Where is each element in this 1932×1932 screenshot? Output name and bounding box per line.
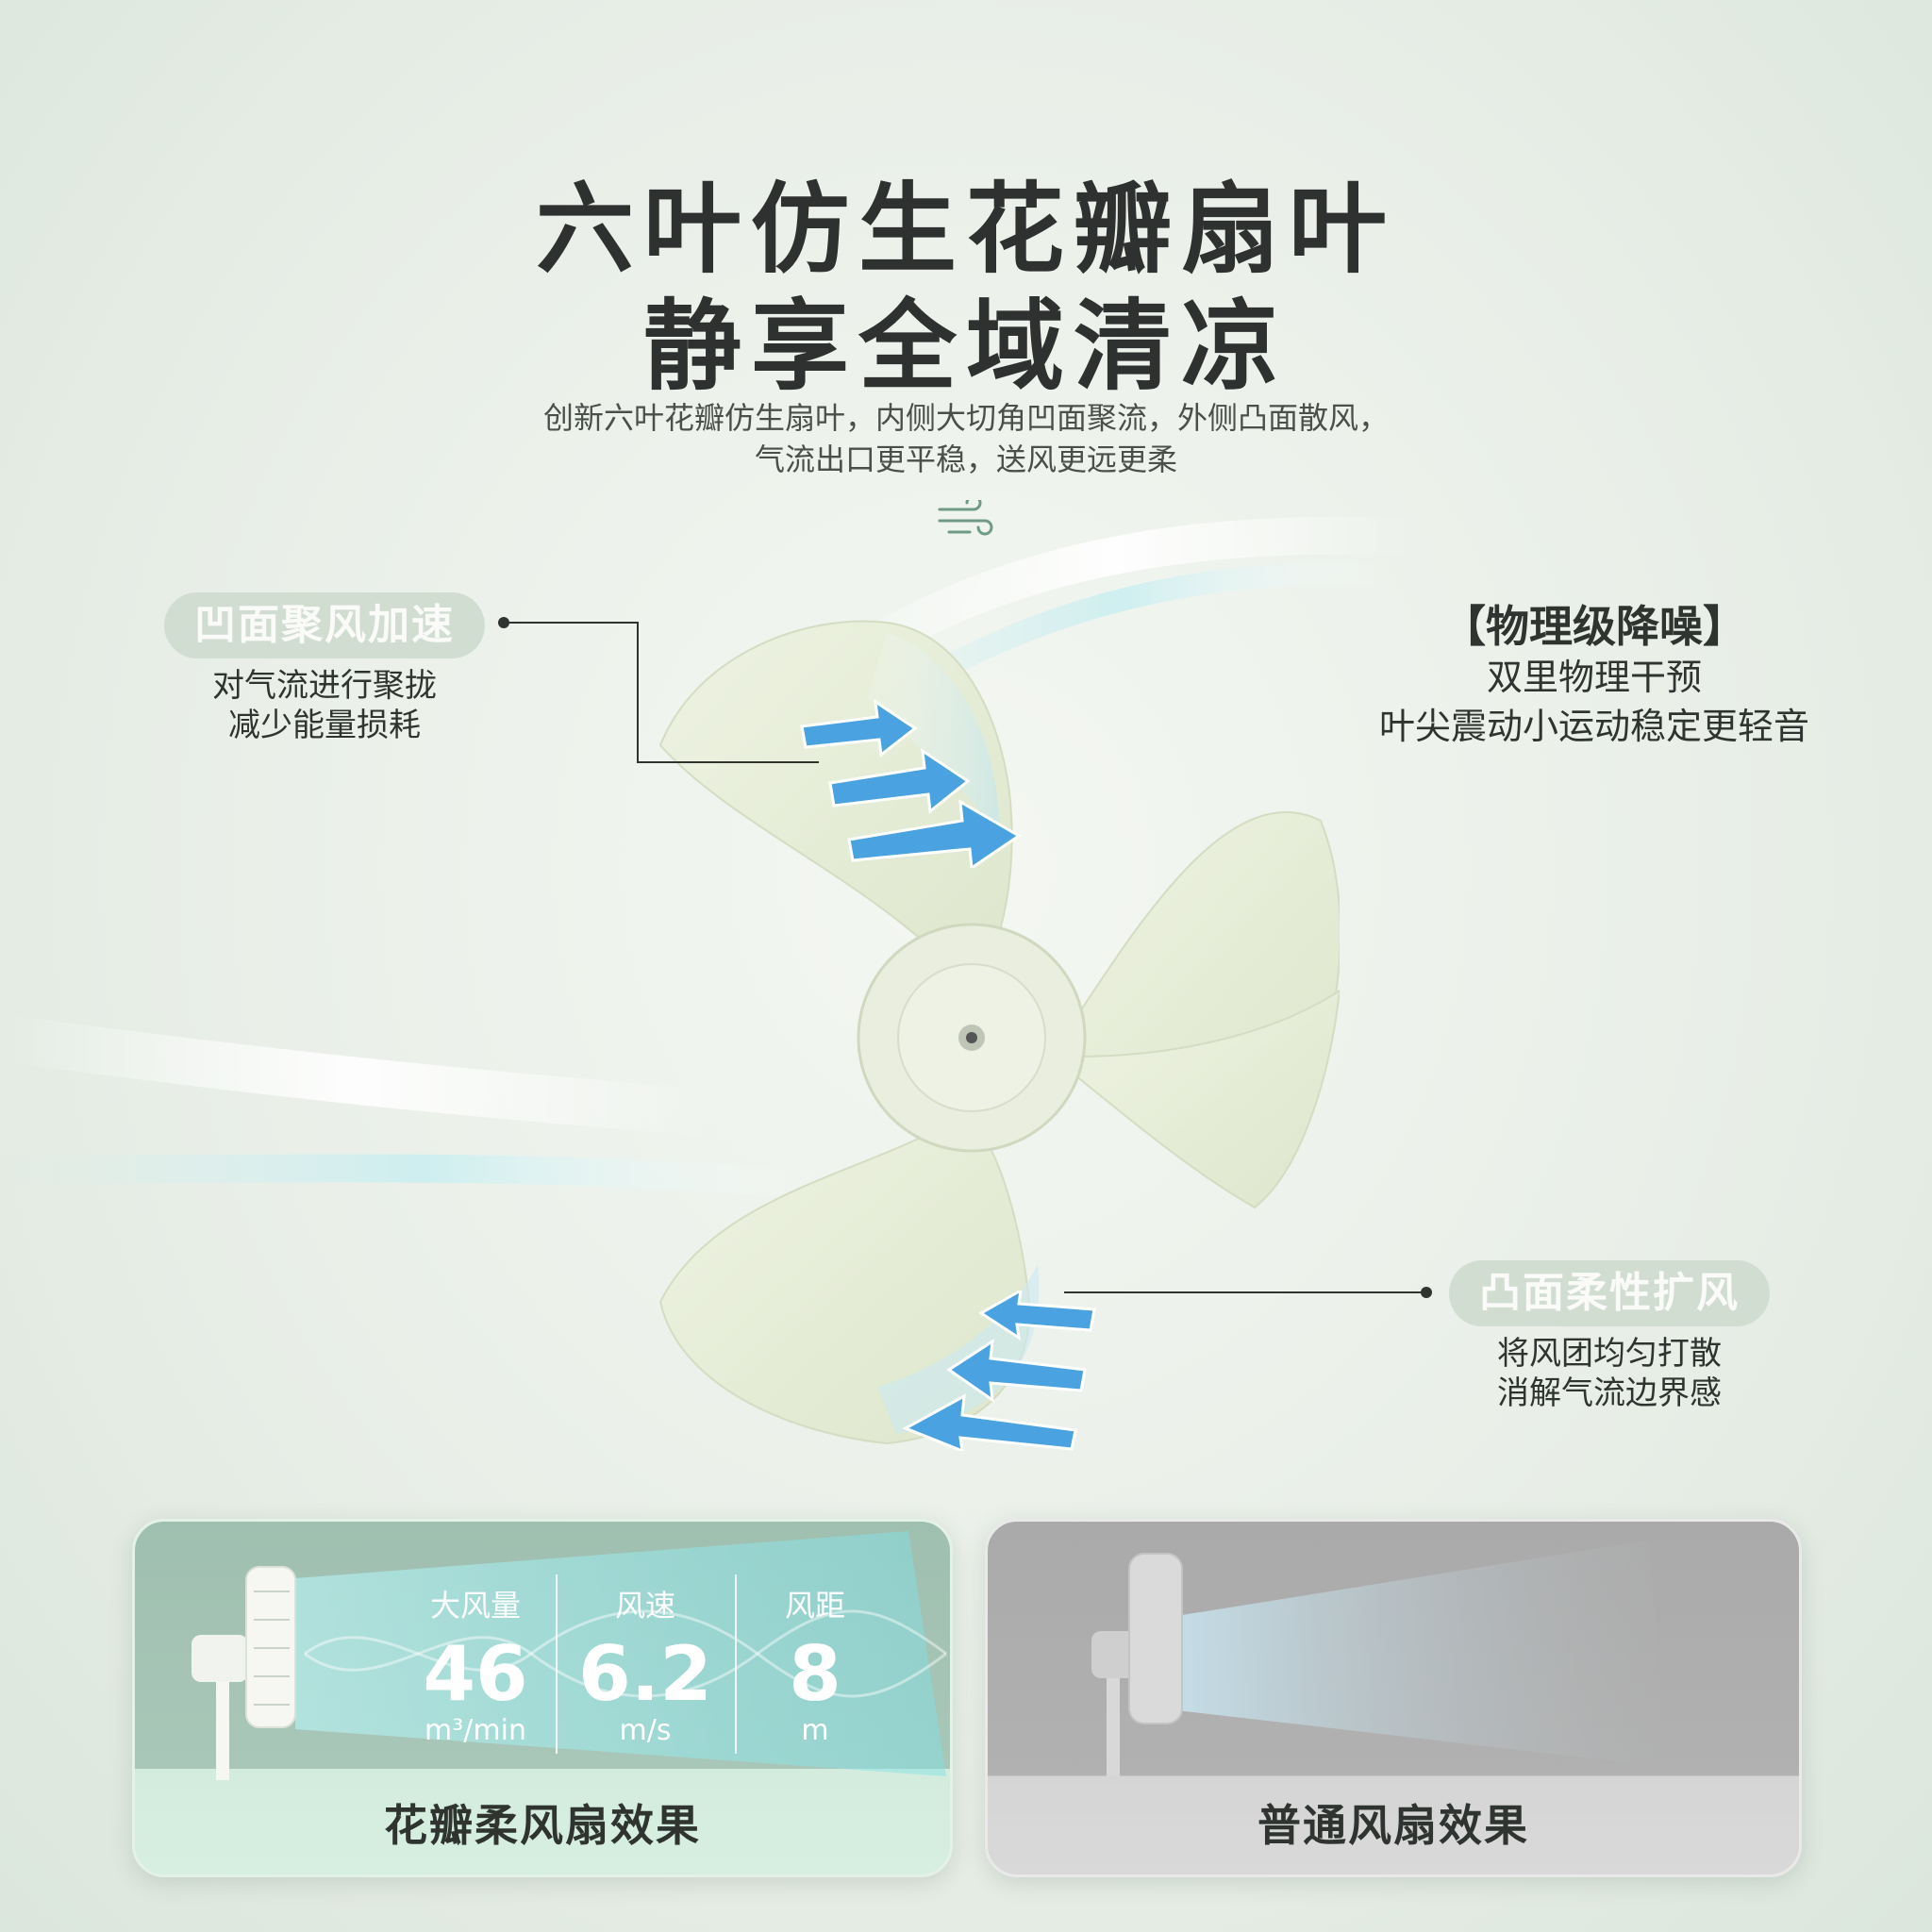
wind-icon: [938, 500, 993, 536]
normal-fan-effect-label: 普通风扇效果: [1257, 1800, 1529, 1851]
stat-airflow-label: 大风量: [429, 1588, 521, 1624]
stat-distance: 风距 8 m: [735, 1582, 895, 1747]
stat-speed-unit: m/s: [619, 1714, 672, 1747]
noise-callout-title: 【物理级降噪】: [1442, 601, 1746, 652]
convex-callout-title: 凸面柔性扩风: [1449, 1260, 1770, 1326]
subtitle-line2: 气流出口更平稳，送风更远更柔: [754, 441, 1177, 477]
stat-speed-label: 风速: [614, 1588, 675, 1624]
stat-distance-value: 8: [789, 1630, 841, 1718]
page-title-line2: 静享全域清凉: [642, 289, 1289, 404]
concave-desc-line2: 减少能量损耗: [228, 707, 421, 744]
page-title-line1: 六叶仿生花瓣扇叶: [535, 172, 1396, 287]
convex-callout-desc: 将风团均匀打散 消解气流边界感: [1449, 1334, 1770, 1413]
convex-desc-line2: 消解气流边界感: [1497, 1374, 1722, 1412]
normal-fan-effect-card: 普通风扇效果: [985, 1519, 1802, 1877]
fan-blade-illustration: [658, 620, 1340, 1445]
noise-desc-line1: 双里物理干预: [1486, 657, 1702, 698]
concave-callout-desc: 对气流进行聚拢 减少能量损耗: [164, 666, 485, 745]
concave-callout-title: 凹面聚风加速: [164, 592, 485, 658]
stat-distance-label: 风距: [784, 1588, 845, 1624]
stat-distance-unit: m: [801, 1714, 829, 1747]
stat-divider: [735, 1574, 737, 1754]
stat-speed-value: 6.2: [578, 1630, 712, 1718]
petal-fan-effect-label: 花瓣柔风扇效果: [384, 1800, 701, 1851]
noise-desc-line2: 叶尖震动小运动稳定更轻音: [1378, 706, 1809, 747]
airflow-beam: [1176, 1541, 1667, 1767]
convex-desc-line1: 将风团均匀打散: [1497, 1335, 1722, 1373]
stat-airflow-unit: m³/min: [425, 1714, 526, 1747]
airflow-beam: [295, 1531, 947, 1776]
noise-callout-desc: 双里物理干预 叶尖震动小运动稳定更轻音: [1340, 653, 1849, 751]
airflow-arrow-icon: [800, 698, 1022, 868]
standing-fan-icon: [1091, 1553, 1183, 1776]
stat-speed: 风速 6.2 m/s: [565, 1582, 725, 1747]
subtitle-line1: 创新六叶花瓣仿生扇叶，内侧大切角凹面聚流，外侧凸面散风，: [542, 400, 1389, 436]
petal-fan-effect-card: 大风量 46 m³/min 风速 6.2 m/s 风距 8 m 花瓣柔风扇效果: [132, 1519, 953, 1877]
airflow-arrow-icon: [902, 1291, 1096, 1451]
standing-fan-icon: [192, 1566, 296, 1780]
stat-airflow-value: 46: [423, 1630, 528, 1718]
concave-desc-line1: 对气流进行聚拢: [212, 667, 437, 705]
stat-divider: [556, 1574, 558, 1754]
stat-airflow: 大风量 46 m³/min: [395, 1582, 556, 1747]
